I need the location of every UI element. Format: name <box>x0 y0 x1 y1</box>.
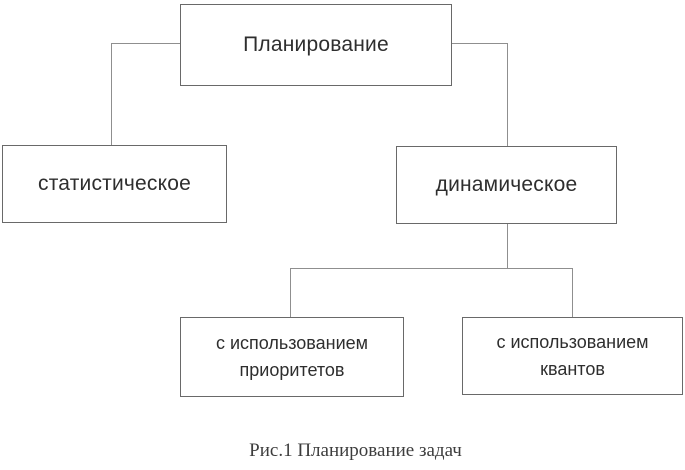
connector-root-dynamic-vertical <box>507 43 508 146</box>
node-using-quanta: с использованием квантов <box>462 317 683 395</box>
connector-root-dynamic-horizontal <box>452 43 508 44</box>
node-static-planning: статистическое <box>2 145 227 223</box>
connector-branch-priorities-vertical <box>290 268 291 317</box>
connector-root-static-vertical <box>111 43 112 145</box>
node-planning: Планирование <box>180 4 452 86</box>
connector-branch-quanta-vertical <box>572 268 573 317</box>
connector-dynamic-stem-vertical <box>507 224 508 268</box>
connector-branch-horizontal <box>290 268 573 269</box>
node-dynamic-planning: динамическое <box>396 146 617 224</box>
figure-caption: Рис.1 Планирование задач <box>249 440 462 461</box>
node-using-priorities: с использованием приоритетов <box>180 317 404 397</box>
connector-root-static-horizontal <box>111 43 180 44</box>
